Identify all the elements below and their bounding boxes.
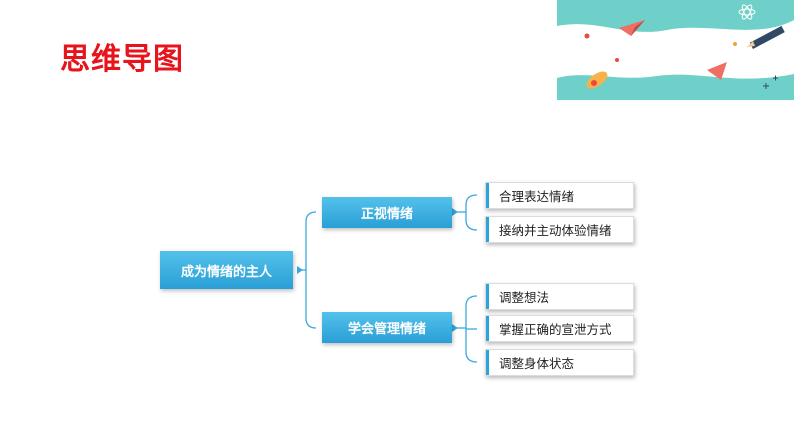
mindmap-leaf-node: 合理表达情绪	[485, 182, 634, 209]
corner-decoration	[557, 0, 794, 100]
mindmap-leaf-label: 调整身体状态	[499, 356, 575, 371]
branch-arrow	[452, 208, 458, 216]
mindmap-leaf-label: 掌握正确的宣泄方式	[499, 322, 612, 337]
slide-title: 思维导图	[60, 42, 184, 77]
root-arrow	[297, 266, 303, 274]
mindmap-branch-node: 学会管理情绪	[322, 312, 452, 343]
mindmap-leaf-node: 掌握正确的宣泄方式	[485, 315, 634, 342]
rocket-icon	[586, 71, 608, 89]
mindmap-branch-node: 正视情绪	[322, 197, 452, 228]
mindmap-leaf-node: 调整想法	[485, 283, 634, 310]
mindmap-leaf-label: 调整想法	[499, 290, 550, 305]
mindmap-root-label: 成为情绪的主人	[180, 264, 272, 280]
mindmap-root-node: 成为情绪的主人	[160, 251, 293, 289]
pushpin-icon	[707, 62, 727, 80]
branch-arrow	[452, 324, 458, 332]
mindmap-leaf-node: 调整身体状态	[485, 349, 634, 376]
pencil-icon	[747, 25, 785, 49]
mindmap-leaf-label: 合理表达情绪	[499, 189, 575, 204]
mindmap-leaf-label: 接纳并主动体验情绪	[499, 223, 612, 238]
mindmap-leaf-node: 接纳并主动体验情绪	[485, 216, 634, 243]
mindmap-branch-label: 学会管理情绪	[347, 322, 426, 337]
atom-icon	[738, 4, 756, 20]
mindmap-branch-label: 正视情绪	[360, 207, 413, 222]
paper-plane-icon	[619, 20, 645, 36]
